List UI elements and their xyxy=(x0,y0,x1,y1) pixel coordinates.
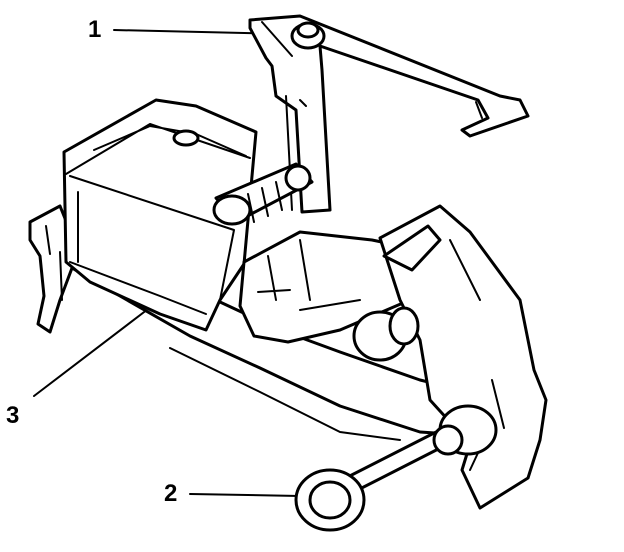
connector xyxy=(212,162,314,226)
fastener-1 xyxy=(290,21,326,50)
lever-bracket xyxy=(378,204,548,510)
leader-line-3 xyxy=(33,305,153,397)
leader-line-2 xyxy=(189,493,301,497)
callout-2: 2 xyxy=(164,480,178,507)
pivot-roller xyxy=(352,306,420,362)
callout-3: 3 xyxy=(6,402,20,429)
sensor-housing xyxy=(62,98,258,332)
callout-1: 1 xyxy=(88,16,102,43)
pull-ring-rod xyxy=(294,404,498,532)
top-bracket xyxy=(248,14,530,214)
